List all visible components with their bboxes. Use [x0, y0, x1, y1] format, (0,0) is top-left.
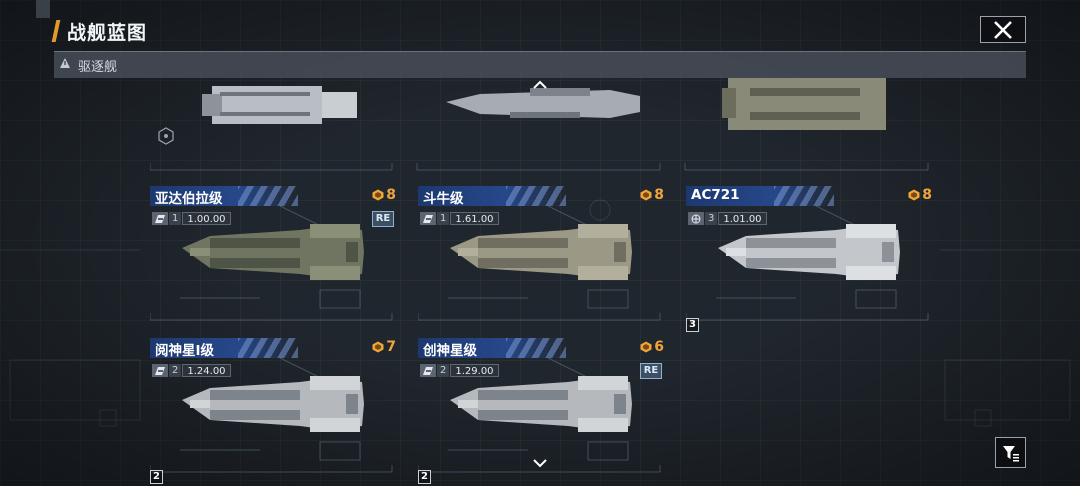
faction-icon — [152, 212, 168, 225]
ship-name-bar: AC721 — [686, 186, 834, 206]
cost-value: 8 — [386, 187, 396, 203]
ship-hull — [182, 224, 364, 280]
tech-version: 1.01.00 — [718, 212, 767, 225]
tech-level: 3 — [705, 212, 718, 225]
name-bar-stripes — [774, 186, 834, 206]
partial-ship-row — [150, 78, 929, 171]
ship-blueprint — [418, 357, 661, 473]
cost-value: 7 — [386, 339, 396, 355]
ship-name-bar: 斗牛级 — [418, 186, 566, 206]
tech-version: 1.00.00 — [182, 212, 231, 225]
ship-name-bar: 创神星级 — [418, 338, 566, 358]
tech-stat: 1 1.61.00 — [420, 211, 499, 226]
filter-button[interactable] — [995, 437, 1026, 468]
tech-stat: 2 1.29.00 — [420, 363, 499, 378]
name-bar-stripes — [506, 338, 566, 358]
ship-name: 阅神星I级 — [155, 343, 215, 358]
ship-blueprint — [686, 205, 929, 321]
ship-cost: 8 — [372, 187, 396, 203]
ship-card[interactable]: 亚达伯拉级 8 1 1.00.00 RE — [150, 186, 396, 332]
ship-name: 斗牛级 — [423, 191, 464, 206]
cost-value: 8 — [922, 187, 932, 203]
cost-value: 6 — [654, 339, 664, 355]
ship-card[interactable]: AC721 8 3 1.01.00 3 — [686, 186, 932, 332]
re-badge: RE — [640, 363, 662, 379]
ship-cost: 7 — [372, 339, 396, 355]
command-cost-icon — [640, 189, 652, 201]
command-cost-icon — [372, 341, 384, 353]
close-button[interactable] — [980, 16, 1026, 43]
command-cost-icon — [908, 189, 920, 201]
command-cost-icon — [640, 341, 652, 353]
ship-hull — [182, 376, 364, 432]
name-bar-stripes — [238, 338, 298, 358]
warning-triangle-icon — [60, 58, 70, 68]
globe-icon — [688, 212, 704, 225]
category-bar[interactable]: 驱逐舰 — [54, 51, 1026, 78]
re-badge: RE — [372, 211, 394, 227]
close-icon — [994, 20, 1012, 39]
ship-name-bar: 亚达伯拉级 — [150, 186, 298, 206]
tech-level: 2 — [437, 364, 450, 377]
name-bar-stripes — [506, 186, 566, 206]
tech-level: 1 — [169, 212, 182, 225]
name-bar-stripes — [238, 186, 298, 206]
tech-version: 1.61.00 — [450, 212, 499, 225]
corner-tab — [36, 0, 50, 18]
ship-name-bar: 阅神星I级 — [150, 338, 298, 358]
category-label: 驱逐舰 — [78, 60, 118, 75]
scroll-up-icon[interactable] — [532, 80, 548, 90]
ship-hull — [718, 224, 900, 280]
faction-icon — [152, 364, 168, 377]
tech-level: 1 — [437, 212, 450, 225]
ship-card[interactable]: 斗牛级 8 1 1.61.00 — [418, 186, 664, 332]
ship-hull — [450, 224, 632, 280]
faction-icon — [420, 364, 436, 377]
tech-version: 1.29.00 — [450, 364, 499, 377]
filter-icon — [1002, 445, 1019, 461]
page-title: 战舰蓝图 — [67, 22, 148, 44]
ship-count-badge: 2 — [418, 470, 431, 484]
header: 战舰蓝图 — [51, 16, 1026, 50]
tech-stat: 1 1.00.00 — [152, 211, 231, 226]
ship-blueprint — [418, 205, 661, 321]
ship-hull — [450, 376, 632, 432]
faction-icon — [420, 212, 436, 225]
scroll-down-icon[interactable] — [532, 458, 548, 468]
ship-cost: 8 — [908, 187, 932, 203]
ship-count-badge: 2 — [150, 470, 163, 484]
tech-version: 1.24.00 — [182, 364, 231, 377]
ship-cost: 8 — [640, 187, 664, 203]
ship-card[interactable]: 阅神星I级 7 2 1.24.00 2 — [150, 338, 396, 484]
cost-value: 8 — [654, 187, 664, 203]
tech-stat: 2 1.24.00 — [152, 363, 231, 378]
ship-blueprint — [150, 205, 393, 321]
ship-name: 创神星级 — [423, 343, 477, 358]
ship-name: 亚达伯拉级 — [155, 191, 223, 206]
tech-stat: 3 1.01.00 — [688, 211, 767, 226]
ship-count-badge: 3 — [686, 318, 699, 332]
command-cost-icon — [372, 189, 384, 201]
ship-card[interactable]: 创神星级 6 2 1.29.00 RE 2 — [418, 338, 664, 484]
hex-marker-icon — [158, 127, 174, 145]
ship-name: AC721 — [691, 187, 740, 203]
ship-cost: 6 — [640, 339, 664, 355]
tech-level: 2 — [169, 364, 182, 377]
ship-blueprint — [150, 357, 393, 473]
